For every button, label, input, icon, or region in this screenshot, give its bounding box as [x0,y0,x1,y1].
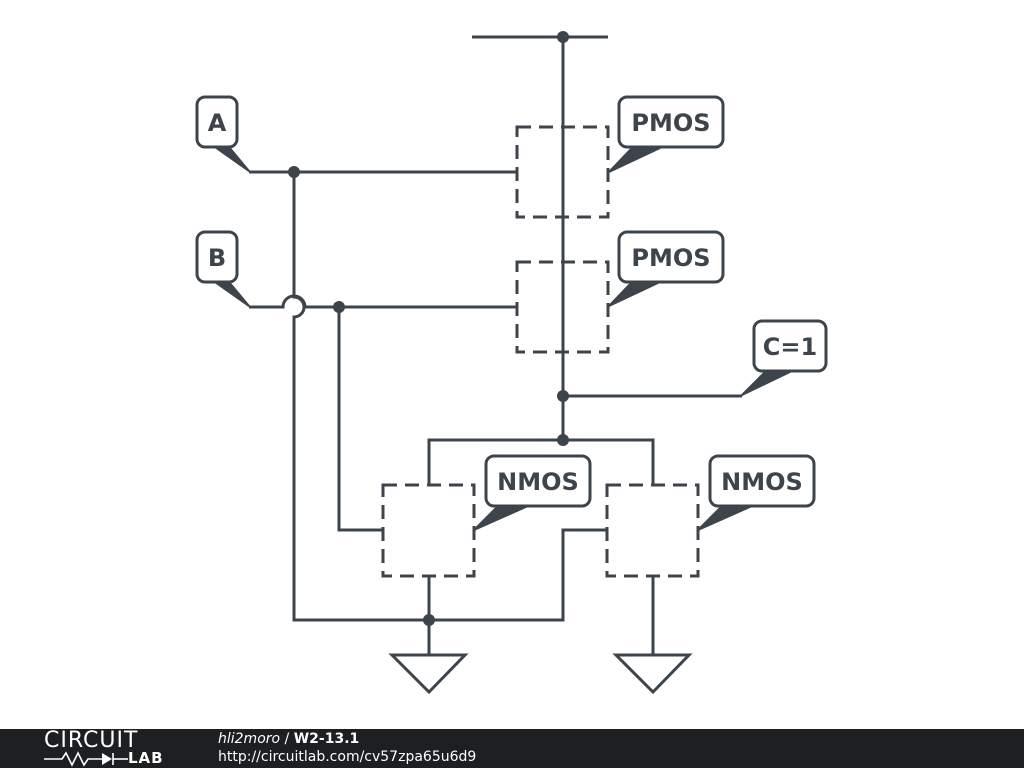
circuit-credits: hli2moro / W2-13.1 http://circuitlab.com… [218,730,476,766]
logo-lab-text: LAB [128,749,164,767]
junction-node [557,31,569,43]
input-a-label: A [208,109,227,137]
input-a-tag: A [195,95,250,172]
input-b-branch-wire [337,307,383,532]
nmos-right-transistor [605,483,700,578]
junction-node [557,390,569,402]
pmos-top-tag: PMOS [608,95,725,173]
junction-node [557,434,569,446]
output-c-label: C=1 [763,333,817,361]
pmos-bottom-tag: PMOS [608,230,725,307]
nmos-left-transistor [381,483,476,578]
output-c-tag: C=1 [741,319,828,396]
ground-right-icon [612,653,693,695]
junction-node [423,614,435,626]
footer-bar: CIRCUIT LAB hli2moro / W2-13.1 http://ci… [0,729,1024,768]
input-b-tag: B [195,230,250,307]
credit-line: hli2moro / W2-13.1 [218,730,476,748]
nmos-right-tag: NMOS [697,454,816,531]
pmos-top-label: PMOS [631,109,710,137]
circuit-url-link[interactable]: http://circuitlab.com/cv57zpa65u6d9 [218,749,477,765]
circuitlab-logo: CIRCUIT LAB [44,729,174,768]
author-link[interactable]: hli2moro [218,731,281,747]
junction-node [333,301,345,313]
nmos-left-tag: NMOS [473,454,592,531]
schematic-canvas: A B PMOS PMOS C=1 NMOS NMOS [195,31,828,695]
junction-node [288,166,300,178]
nmos-left-label: NMOS [497,468,579,496]
nmos-right-label: NMOS [721,468,803,496]
logo-circuit-text: CIRCUIT [44,728,139,753]
pmos-bottom-label: PMOS [631,244,710,272]
nmos-drain-bus [427,438,655,485]
resistor-diode-icon [44,751,128,767]
input-b-wire [249,294,517,309]
ground-left-icon [388,653,469,695]
input-b-label: B [208,244,226,272]
circuit-title-link[interactable]: W2-13.1 [293,731,360,747]
credit-separator: / [280,731,294,747]
